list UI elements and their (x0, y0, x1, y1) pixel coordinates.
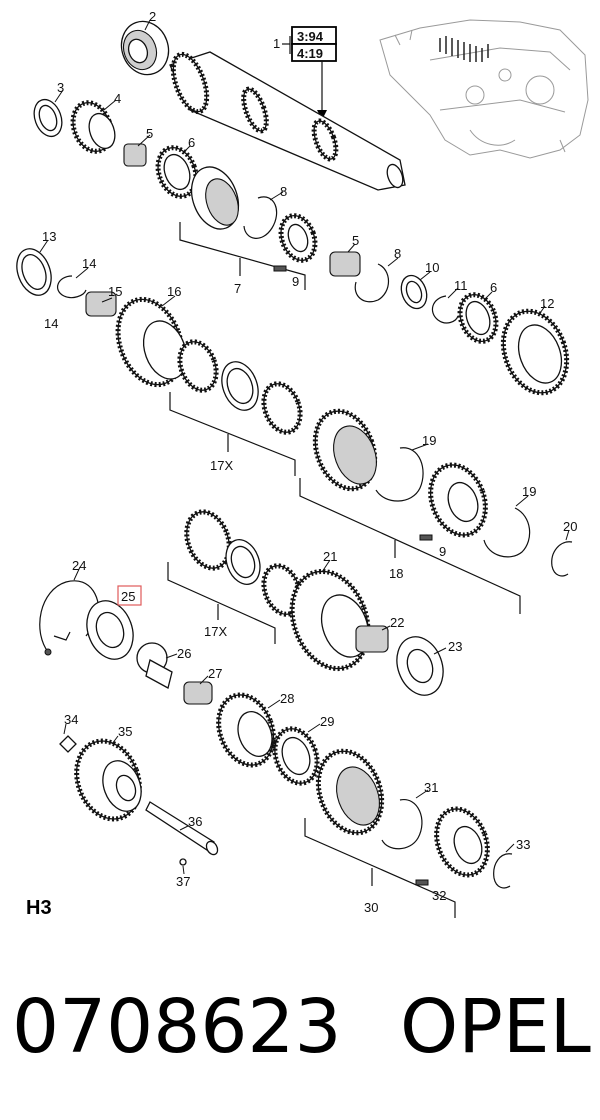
callout-33: 33 (516, 837, 530, 852)
callout-13: 13 (42, 229, 56, 244)
callout-14b: 14 (44, 316, 58, 331)
callout-8b: 8 (394, 246, 401, 261)
needle-bearing-part-27 (183, 681, 213, 705)
section-label: H3 (26, 897, 52, 919)
needle-bearing-part-5b (329, 251, 361, 277)
needle-bearing-part-22 (355, 625, 389, 653)
callout-9a: 9 (292, 274, 299, 289)
sleeve-part-18 (312, 408, 378, 492)
callout-12: 12 (540, 296, 554, 311)
circlip-part-8b (354, 263, 390, 303)
callout-14a: 14 (82, 256, 96, 271)
hub-part-32 (415, 806, 490, 886)
callout-16: 16 (167, 284, 181, 299)
gear-part-12 (500, 308, 570, 396)
circlip-part-20 (551, 541, 573, 577)
shaft-part-36 (145, 801, 219, 856)
callout-34: 34 (64, 712, 78, 727)
sleeve-part-7 (190, 166, 240, 230)
ratio-box (282, 26, 337, 120)
callout-20: 20 (563, 519, 577, 534)
callout-24: 24 (72, 558, 86, 573)
input-shaft (169, 51, 406, 191)
callout-15: 15 (108, 284, 122, 299)
callout-35: 35 (118, 724, 132, 739)
callout-11: 11 (454, 278, 468, 293)
callout-27: 27 (208, 666, 222, 681)
synchro-ring-part-29 (272, 726, 320, 786)
ring-part-13 (16, 248, 52, 296)
callout-17x-a: 17X (210, 458, 233, 473)
callout-22: 22 (390, 615, 404, 630)
gear-part-28 (216, 692, 276, 768)
circlip-part-19b (483, 507, 531, 558)
callout-9b: 9 (439, 544, 446, 559)
bracket-18 (299, 478, 521, 614)
circlip-part-31 (381, 799, 423, 850)
circlip-part-11 (431, 295, 459, 324)
callout-3: 3 (57, 80, 64, 95)
ratio-value-b: 4:19 (297, 46, 323, 61)
circlip-part-33 (493, 853, 513, 889)
gear-part-4 (70, 100, 116, 154)
key-part-34 (59, 735, 77, 753)
callout-25: 25 (121, 589, 135, 604)
brand-name: OPEL (400, 984, 591, 1070)
callout-18: 18 (389, 566, 403, 581)
ratio-ref-label: 1 (273, 36, 280, 51)
callout-4: 4 (114, 91, 121, 106)
callout-37: 37 (176, 874, 190, 889)
bearing-part-25 (86, 600, 134, 660)
ring-part-10 (400, 274, 428, 310)
washer-part-23 (396, 636, 444, 696)
idler-gear-part-35 (74, 738, 142, 822)
needle-bearing-part-15 (85, 291, 117, 317)
callout-31: 31 (424, 780, 438, 795)
synchro-set-17x-lower (167, 509, 303, 644)
callout-28: 28 (280, 691, 294, 706)
circlip-part-19a (375, 447, 424, 502)
callout-5a: 5 (146, 126, 153, 141)
bracket-30 (304, 818, 456, 918)
callout-19b: 19 (522, 484, 536, 499)
needle-bearing-part-5a (123, 143, 147, 167)
callout-17x-b: 17X (204, 624, 227, 639)
hub-part-9b (419, 462, 488, 541)
ratio-value-a: 3:94 (297, 29, 324, 44)
callout-10: 10 (425, 260, 439, 275)
callout-6b: 6 (490, 280, 497, 295)
callout-7: 7 (234, 281, 241, 296)
callout-2: 2 (149, 9, 156, 24)
highlight-box-25 (117, 585, 142, 606)
callout-36: 36 (188, 814, 202, 829)
sleeve-part-30 (315, 748, 385, 836)
synchro-ring-part-6b (457, 292, 499, 344)
callout-26: 26 (177, 646, 191, 661)
synchro-ring-part-6a (155, 145, 199, 199)
gearbox-housing-illustration (379, 19, 589, 159)
callout-19a: 19 (422, 433, 436, 448)
callout-29: 29 (320, 714, 334, 729)
callout-6a: 6 (188, 135, 195, 150)
callout-23: 23 (448, 639, 462, 654)
bushing-part-26 (136, 642, 173, 689)
leader-lines (39, 19, 570, 875)
hub-part-9a (278, 213, 318, 263)
circlip-part-14 (56, 275, 87, 299)
part-number: 0708623 (12, 984, 342, 1070)
ball-part-37 (179, 858, 187, 866)
callout-8a: 8 (280, 184, 287, 199)
ring-part-3 (33, 98, 63, 138)
callout-21: 21 (323, 549, 337, 564)
callout-5b: 5 (352, 233, 359, 248)
callout-32: 32 (432, 888, 446, 903)
callout-30: 30 (364, 900, 378, 915)
circlip-part-8a (243, 196, 278, 239)
synchro-set-17x-upper (169, 339, 303, 476)
bracket-7 (179, 222, 306, 290)
bearing-part-2 (120, 20, 170, 76)
gear-part-16 (115, 296, 188, 388)
